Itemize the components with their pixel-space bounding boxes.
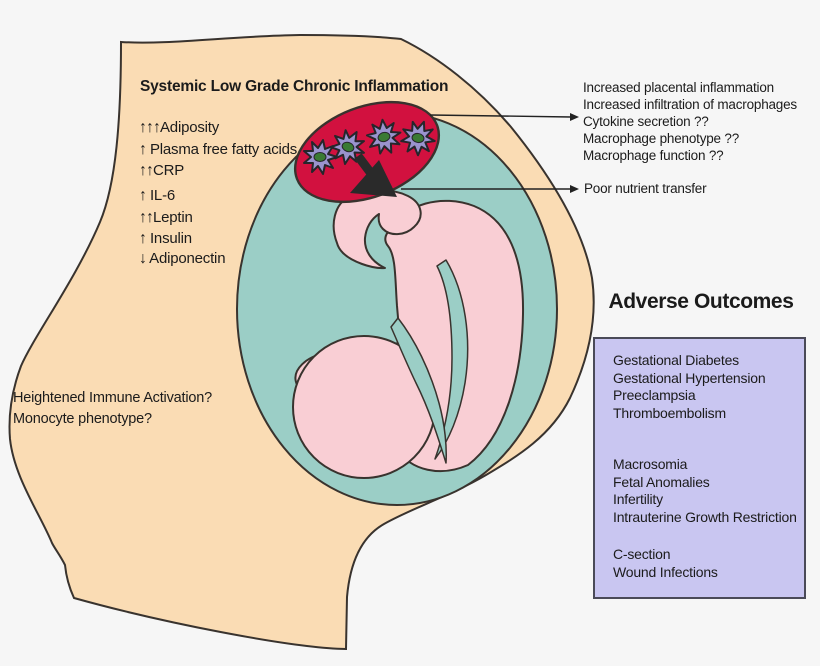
effect-line: Increased infiltration of macrophages (583, 97, 797, 112)
adverse-item: Wound Infections (613, 563, 718, 580)
up-arrows-icon: ↑ (139, 187, 147, 204)
factor-insulin: ↑ Insulin (139, 230, 192, 251)
factor-leptin: ↑↑Leptin (139, 209, 193, 230)
up-arrows-icon: ↑↑↑ (139, 119, 161, 136)
pointer-placenta-effects (429, 113, 579, 121)
adverse-outcomes-heading: Adverse Outcomes (608, 290, 794, 313)
immune-questions: Heightened Immune Activation? Monocyte p… (13, 388, 212, 429)
nutrient-transfer-arrow (350, 153, 397, 197)
effect-line: Macrophage phenotype ?? (583, 131, 740, 146)
effect-line: Macrophage function ?? (583, 148, 724, 163)
adverse-group-delivery: C-section Wound Infections (613, 546, 718, 581)
up-arrows-icon: ↑ (139, 141, 147, 158)
effect-line: Cytokine secretion ?? (583, 114, 709, 129)
factor-label: Leptin (153, 209, 193, 226)
factor-label: Adiposity (160, 119, 220, 136)
adverse-item: Preeclampsia (613, 387, 696, 404)
fetus-fold-line-2 (390, 317, 447, 464)
up-arrows-icon: ↑ (139, 230, 147, 247)
immune-question-line: Heightened Immune Activation? (13, 390, 212, 406)
nutrient-transfer-label: Poor nutrient transfer (584, 181, 707, 196)
factor-adiposity: ↑↑↑Adiposity (139, 119, 219, 140)
placental-effects-list: Increased placental inflammation Increas… (583, 79, 797, 164)
adverse-group-maternal: Gestational Diabetes Gestational Hyperte… (613, 352, 766, 422)
immune-question-line: Monocyte phenotype? (13, 410, 152, 427)
adverse-item: Intrauterine Growth Restriction (613, 508, 797, 525)
fetus-figure (292, 189, 525, 479)
down-arrow-icon: ↓ (139, 250, 147, 267)
adverse-item: Thromboembolism (613, 404, 726, 421)
adverse-item: Macrosomia (613, 456, 688, 472)
factor-crp: ↑↑CRP (139, 162, 184, 183)
effect-line: Increased placental inflammation (583, 80, 774, 95)
factor-adiponectin: ↓ Adiponectin (139, 250, 226, 271)
up-arrows-icon: ↑↑ (139, 162, 154, 179)
fetus-fold-line-1 (434, 259, 469, 460)
factor-label: CRP (153, 162, 185, 179)
adverse-item: Infertility (613, 491, 663, 508)
adverse-item: Gestational Diabetes (613, 352, 739, 368)
pointer-nutrient-transfer (401, 185, 579, 193)
factor-label: Plasma free fatty acids (146, 141, 298, 158)
adverse-outcomes-box: Gestational Diabetes Gestational Hyperte… (593, 337, 806, 599)
factor-label: Insulin (146, 230, 192, 247)
factor-label: IL-6 (146, 187, 176, 204)
adverse-item: Fetal Anomalies (613, 473, 710, 490)
adverse-item: Gestational Hypertension (613, 369, 766, 386)
factor-plasma-ffa: ↑ Plasma free fatty acids (139, 141, 297, 162)
factor-label: Adiponectin (146, 250, 226, 267)
factor-il6: ↑ IL-6 (139, 187, 175, 208)
adverse-group-fetal: Macrosomia Fetal Anomalies Infertility I… (613, 456, 797, 526)
adverse-item: C-section (613, 546, 671, 562)
diagram-title: Systemic Low Grade Chronic Inflammation (140, 78, 449, 95)
up-arrows-icon: ↑↑ (139, 209, 154, 226)
